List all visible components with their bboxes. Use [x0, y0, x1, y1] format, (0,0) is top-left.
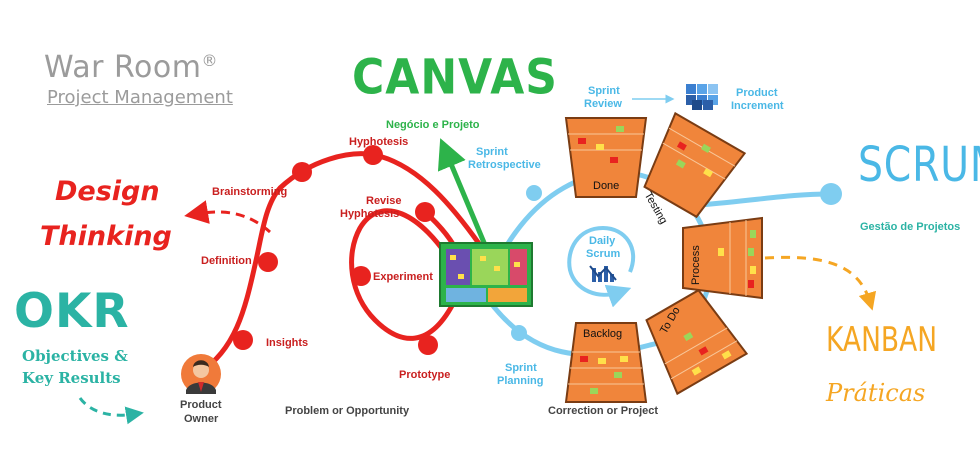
brainstorming-node [292, 162, 312, 182]
scrum-title: SCRUM [858, 137, 980, 193]
hyphotesis-node [363, 145, 383, 165]
prototype-node [418, 335, 438, 355]
revise-label-line1: Revise [366, 195, 402, 207]
okr-title: OKR [14, 284, 130, 339]
product-increment-icon [686, 84, 718, 110]
product-owner-line1: Product [180, 399, 222, 411]
okr-line2: Key Results [22, 369, 121, 387]
brand-title: War Room® [44, 50, 218, 85]
card-done-label: Done [593, 180, 620, 192]
hyphotesis-label: Hyphotesis [349, 136, 409, 148]
experiment-label: Experiment [373, 271, 433, 283]
red-loop [349, 208, 458, 341]
design-thinking-line1: Design [55, 176, 160, 207]
experiment-node [351, 266, 371, 286]
product-owner-line2: Owner [184, 413, 219, 425]
daily-scrum-line1: Daily [589, 235, 616, 247]
registered-mark: ® [201, 51, 218, 70]
design-thinking-arrow [184, 200, 271, 234]
canvas-arrow [437, 138, 488, 246]
sprint-planning-line1: Sprint [505, 362, 537, 374]
daily-scrum-loop [567, 225, 636, 308]
scrum-connector-right [699, 191, 831, 208]
product-increment-line1: Product [736, 87, 778, 99]
brainstorming-label: Brainstorming [212, 186, 288, 198]
canvas-board [439, 242, 533, 307]
design-thinking-path [184, 145, 483, 375]
sprint-retro-line1: Sprint [476, 146, 508, 158]
revise-label-line2: Hyphotesis [340, 208, 400, 220]
kanban-title: KANBAN [826, 320, 938, 360]
card-backlog-label: Backlog [583, 328, 623, 340]
canvas-title: CANVAS [352, 49, 558, 106]
card-todo [645, 288, 749, 396]
kanban-subtitle: Práticas [826, 379, 926, 407]
problem-label: Problem or Opportunity [285, 405, 410, 417]
kanban-arrow [764, 255, 877, 311]
prototype-label: Prototype [399, 369, 451, 381]
retro-node [526, 185, 542, 201]
red-main-curve [198, 151, 483, 375]
okr-line1: Objectives & [22, 347, 128, 365]
card-process-label: Process [690, 245, 702, 285]
product-increment-line2: Increment [731, 100, 784, 112]
revise-node [415, 202, 435, 222]
sprint-retro-line2: Retrospective [468, 159, 541, 171]
canvas-subtitle: Negócio e Projeto [386, 119, 480, 131]
okr-arrow [78, 397, 144, 425]
card-testing [643, 111, 747, 219]
card-process [682, 216, 763, 300]
correction-label: Correction or Project [548, 405, 659, 417]
insights-label: Insights [266, 337, 309, 349]
definition-node [258, 252, 278, 272]
definition-label: Definition [201, 255, 252, 267]
insights-node [233, 330, 253, 350]
daily-scrum-line2: Scrum [586, 248, 621, 260]
sprint-review-line1: Sprint [588, 85, 620, 97]
sprint-review-line2: Review [584, 98, 622, 110]
scrum-right-node [820, 183, 842, 205]
avatar [181, 354, 221, 394]
card-done [564, 117, 648, 198]
chart-icon [589, 262, 618, 284]
design-thinking-line2: Thinking [40, 221, 172, 252]
planning-node [511, 325, 527, 341]
sprint-planning-line2: Planning [497, 375, 544, 387]
brand-subtitle: Project Management [47, 87, 233, 108]
card-backlog [564, 322, 648, 403]
scrum-subtitle: Gestão de Projetos [860, 221, 961, 233]
